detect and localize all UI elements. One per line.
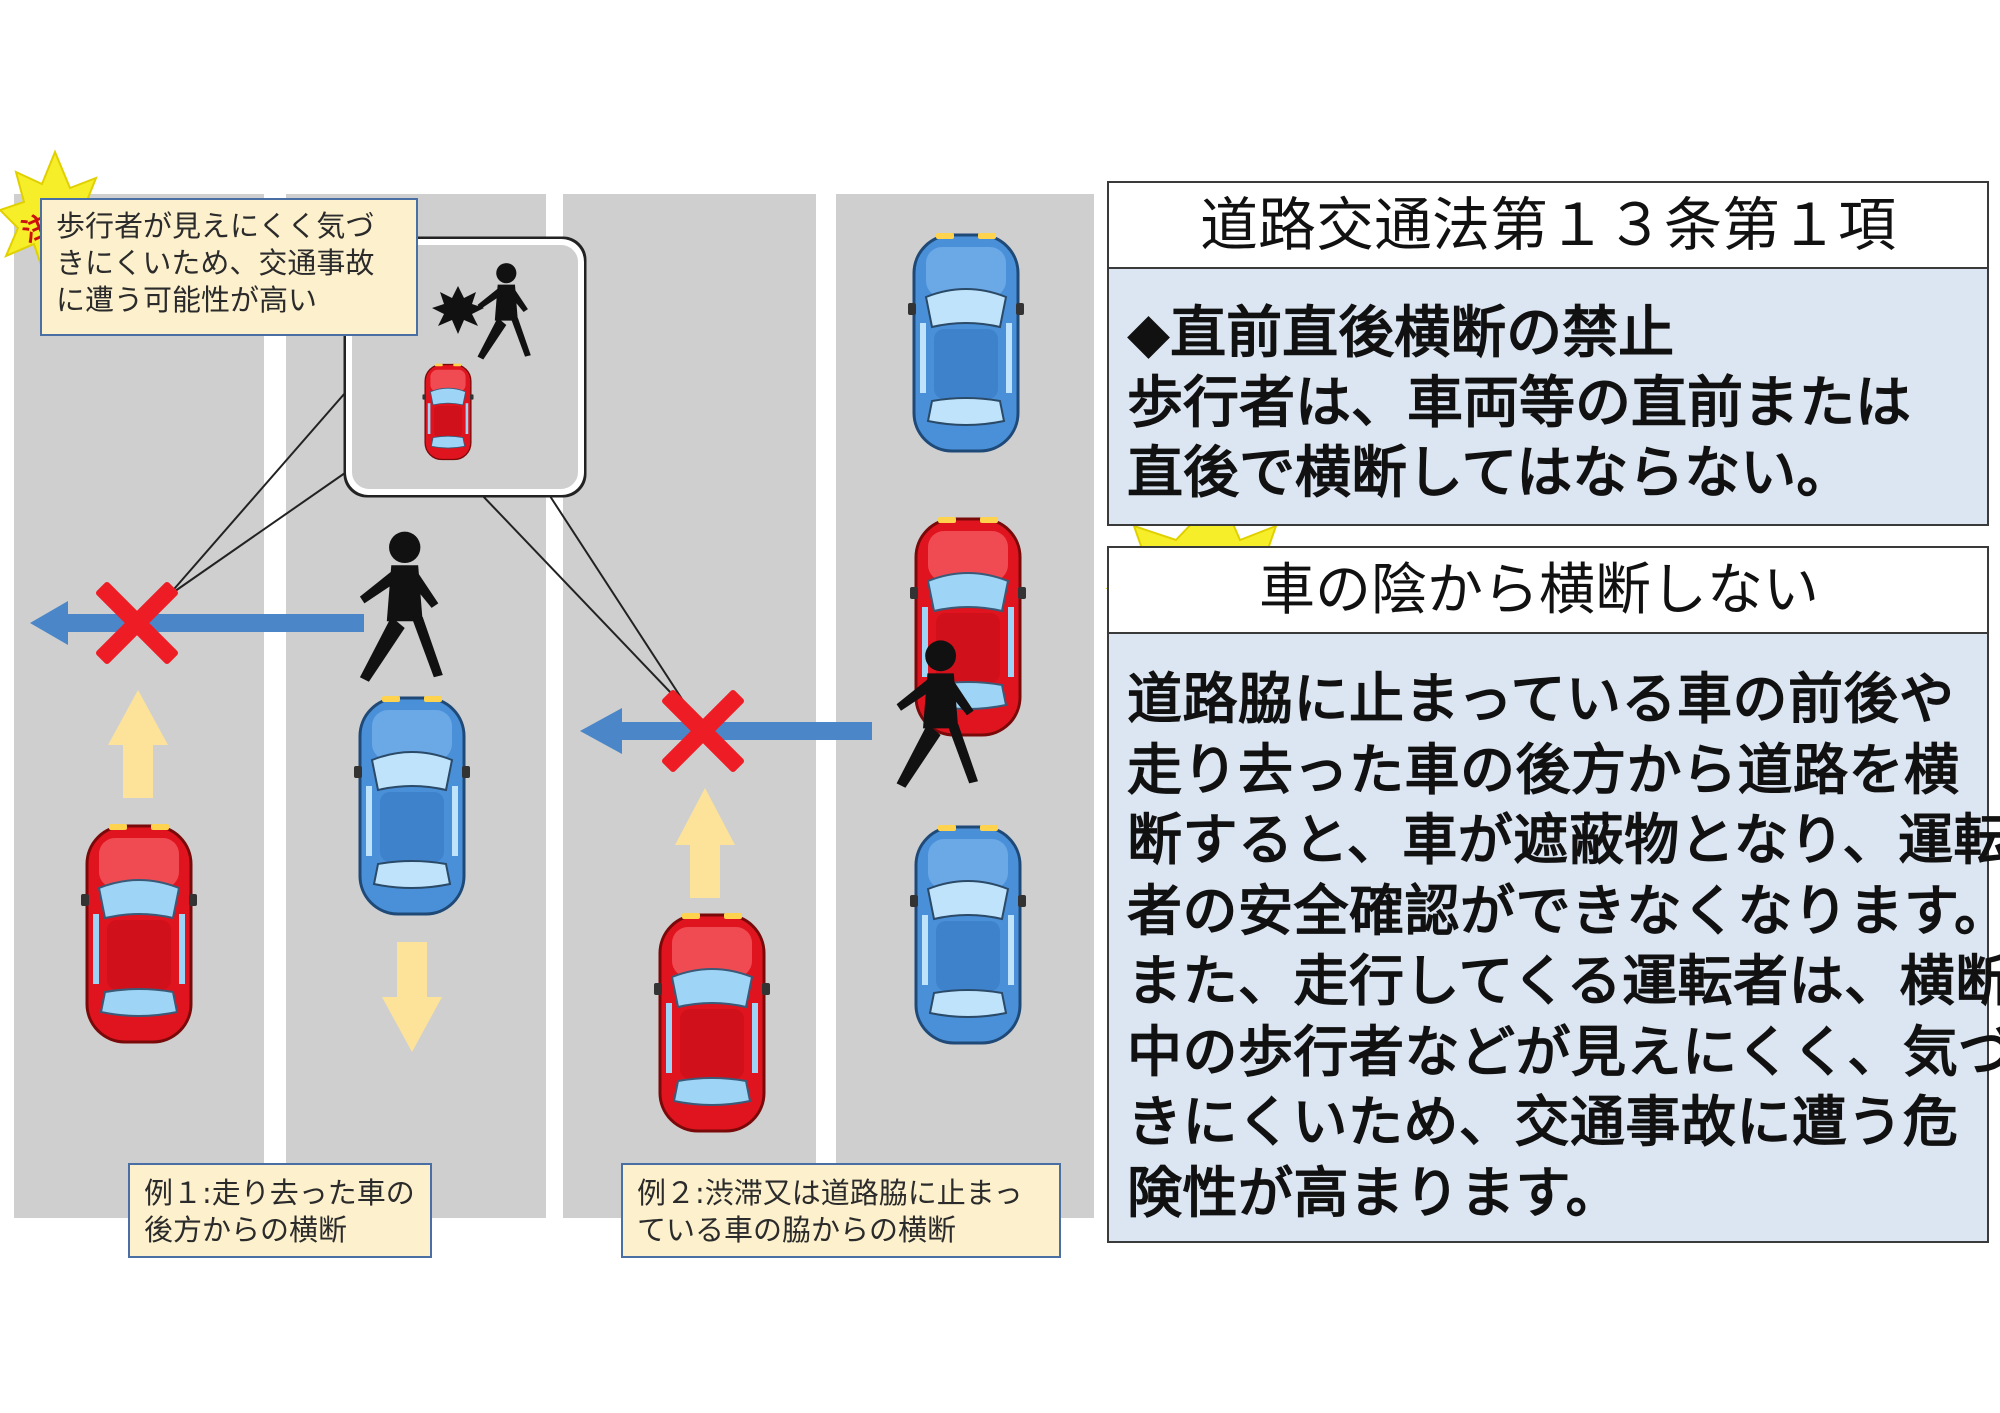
caption-line: 後方からの横断 [144, 1213, 348, 1247]
red-car-icon [79, 822, 199, 1044]
callout-line: 歩行者が見えにくく気づ [56, 209, 375, 243]
callout-note: 歩行者が見えにくく気づ きにくいため、交通事故 に遭う可能性が高い [40, 198, 418, 336]
callout-line: きにくいため、交通事故 [56, 246, 375, 280]
warning-line: 中の歩行者などが見えにくく、気づ [1127, 1019, 2000, 1084]
yellow-up-arrow [108, 690, 168, 798]
blue-car-icon [352, 694, 472, 916]
warning-title: 車の陰から横断しない [1107, 546, 1989, 632]
yellow-down-arrow [382, 942, 442, 1052]
parked-blue-car-icon [908, 823, 1028, 1045]
warning-line: 断すると、車が遮蔽物となり、運転 [1127, 808, 2000, 872]
warning-line: 走り去った車の後方から道路を横 [1127, 737, 1960, 802]
warning-body: 道路脇に止まっている車の前後や 走り去った車の後方から道路を横 断すると、車が遮… [1107, 632, 2000, 1243]
warning-line: 者の安全確認ができなくなります。 [1127, 878, 2000, 943]
callout-pointer-left [167, 392, 356, 597]
law-line: 直後で横断してはならない。 [1127, 441, 1853, 506]
warning-line: きにくいため、交通事故に遭う危 [1127, 1090, 1959, 1154]
law-line: 歩行者は、車両等の直前または [1127, 371, 1911, 436]
warning-line: 険性が高まります。 [1127, 1160, 1622, 1225]
example-1-caption: 例１:走り去った車の 後方からの横断 [128, 1163, 432, 1258]
caption-line: ている車の脇からの横断 [637, 1213, 957, 1247]
crossing-arrow-left-2 [580, 708, 872, 754]
caption-line: 例２:渋滞又は道路脇に止まっ [637, 1176, 1023, 1210]
impact-burst-icon [432, 286, 484, 334]
warning-line: 道路脇に止まっている車の前後や [1127, 667, 1955, 731]
example-2-caption: 例２:渋滞又は道路脇に止まっ ている車の脇からの横断 [621, 1163, 1061, 1258]
law-body: ◆直前直後横断の禁止 歩行者は、車両等の直前または 直後で横断してはならない。 [1107, 267, 1989, 526]
red-car-icon [652, 911, 772, 1133]
crossing-arrow-left-1 [30, 601, 364, 645]
warning-line: また、走行してくる運転者は、横断 [1127, 949, 2000, 1013]
callout-line: に遭う可能性が高い [56, 283, 318, 317]
parked-blue-car-icon [906, 231, 1026, 453]
yellow-up-arrow [675, 788, 735, 898]
callout-pointer-right [479, 492, 694, 717]
law-heading: ◆直前直後横断の禁止 [1127, 301, 1675, 366]
caption-line: 例１:走り去った車の [144, 1176, 415, 1210]
law-title: 道路交通法第１３条第１項 [1107, 181, 1989, 267]
inset-red-car-icon [421, 362, 475, 461]
